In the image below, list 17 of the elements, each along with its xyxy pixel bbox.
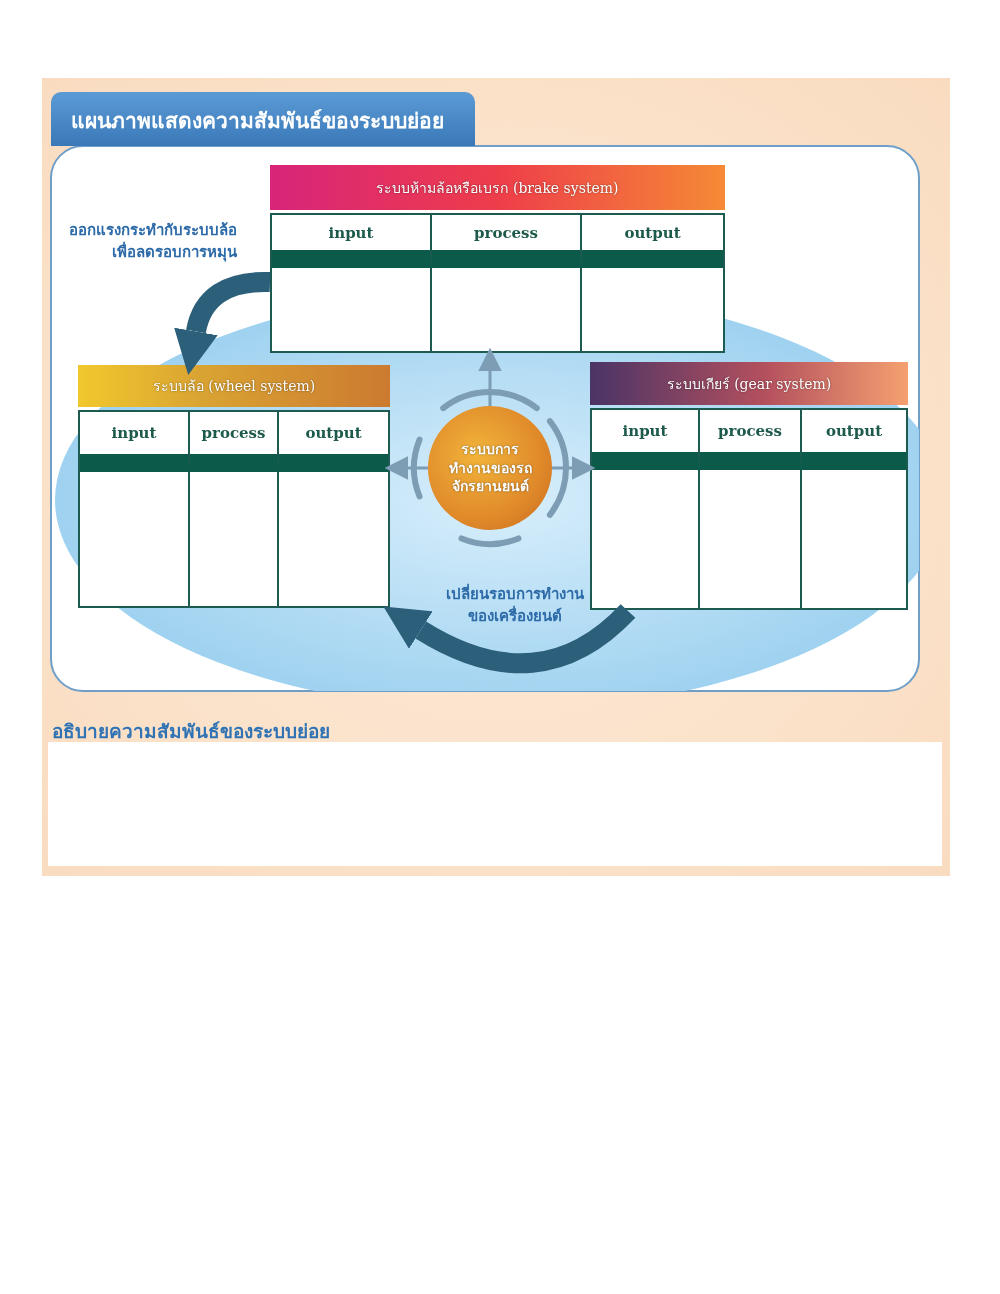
arrow — [478, 347, 502, 406]
column-heading: input — [80, 412, 190, 472]
arrow — [552, 456, 596, 480]
table-header: ระบบห้ามล้อหรือเบรก (brake system) — [270, 165, 725, 210]
title-tab: แผนภาพแสดงความสัมพันธ์ของระบบย่อย — [51, 92, 475, 146]
column-heading: process — [432, 215, 582, 268]
table-header: ระบบล้อ (wheel system) — [78, 365, 390, 407]
section-heading: อธิบายความสัมพันธ์ของระบบย่อย — [52, 719, 330, 744]
column-heading: input — [272, 215, 432, 268]
edge-label: ออกแรงกระทำกับระบบล้อเพื่อลดรอบการหมุน — [68, 220, 237, 264]
column-heading: input — [592, 410, 700, 470]
column-heading: process — [700, 410, 802, 470]
arrow — [384, 456, 428, 480]
edge-label: เปลี่ยนรอบการทำงานของเครื่องยนต์ — [445, 584, 585, 627]
column-heading: process — [190, 412, 279, 472]
curved-arrow — [382, 603, 635, 674]
table-header: ระบบเกียร์ (gear system) — [590, 362, 908, 405]
